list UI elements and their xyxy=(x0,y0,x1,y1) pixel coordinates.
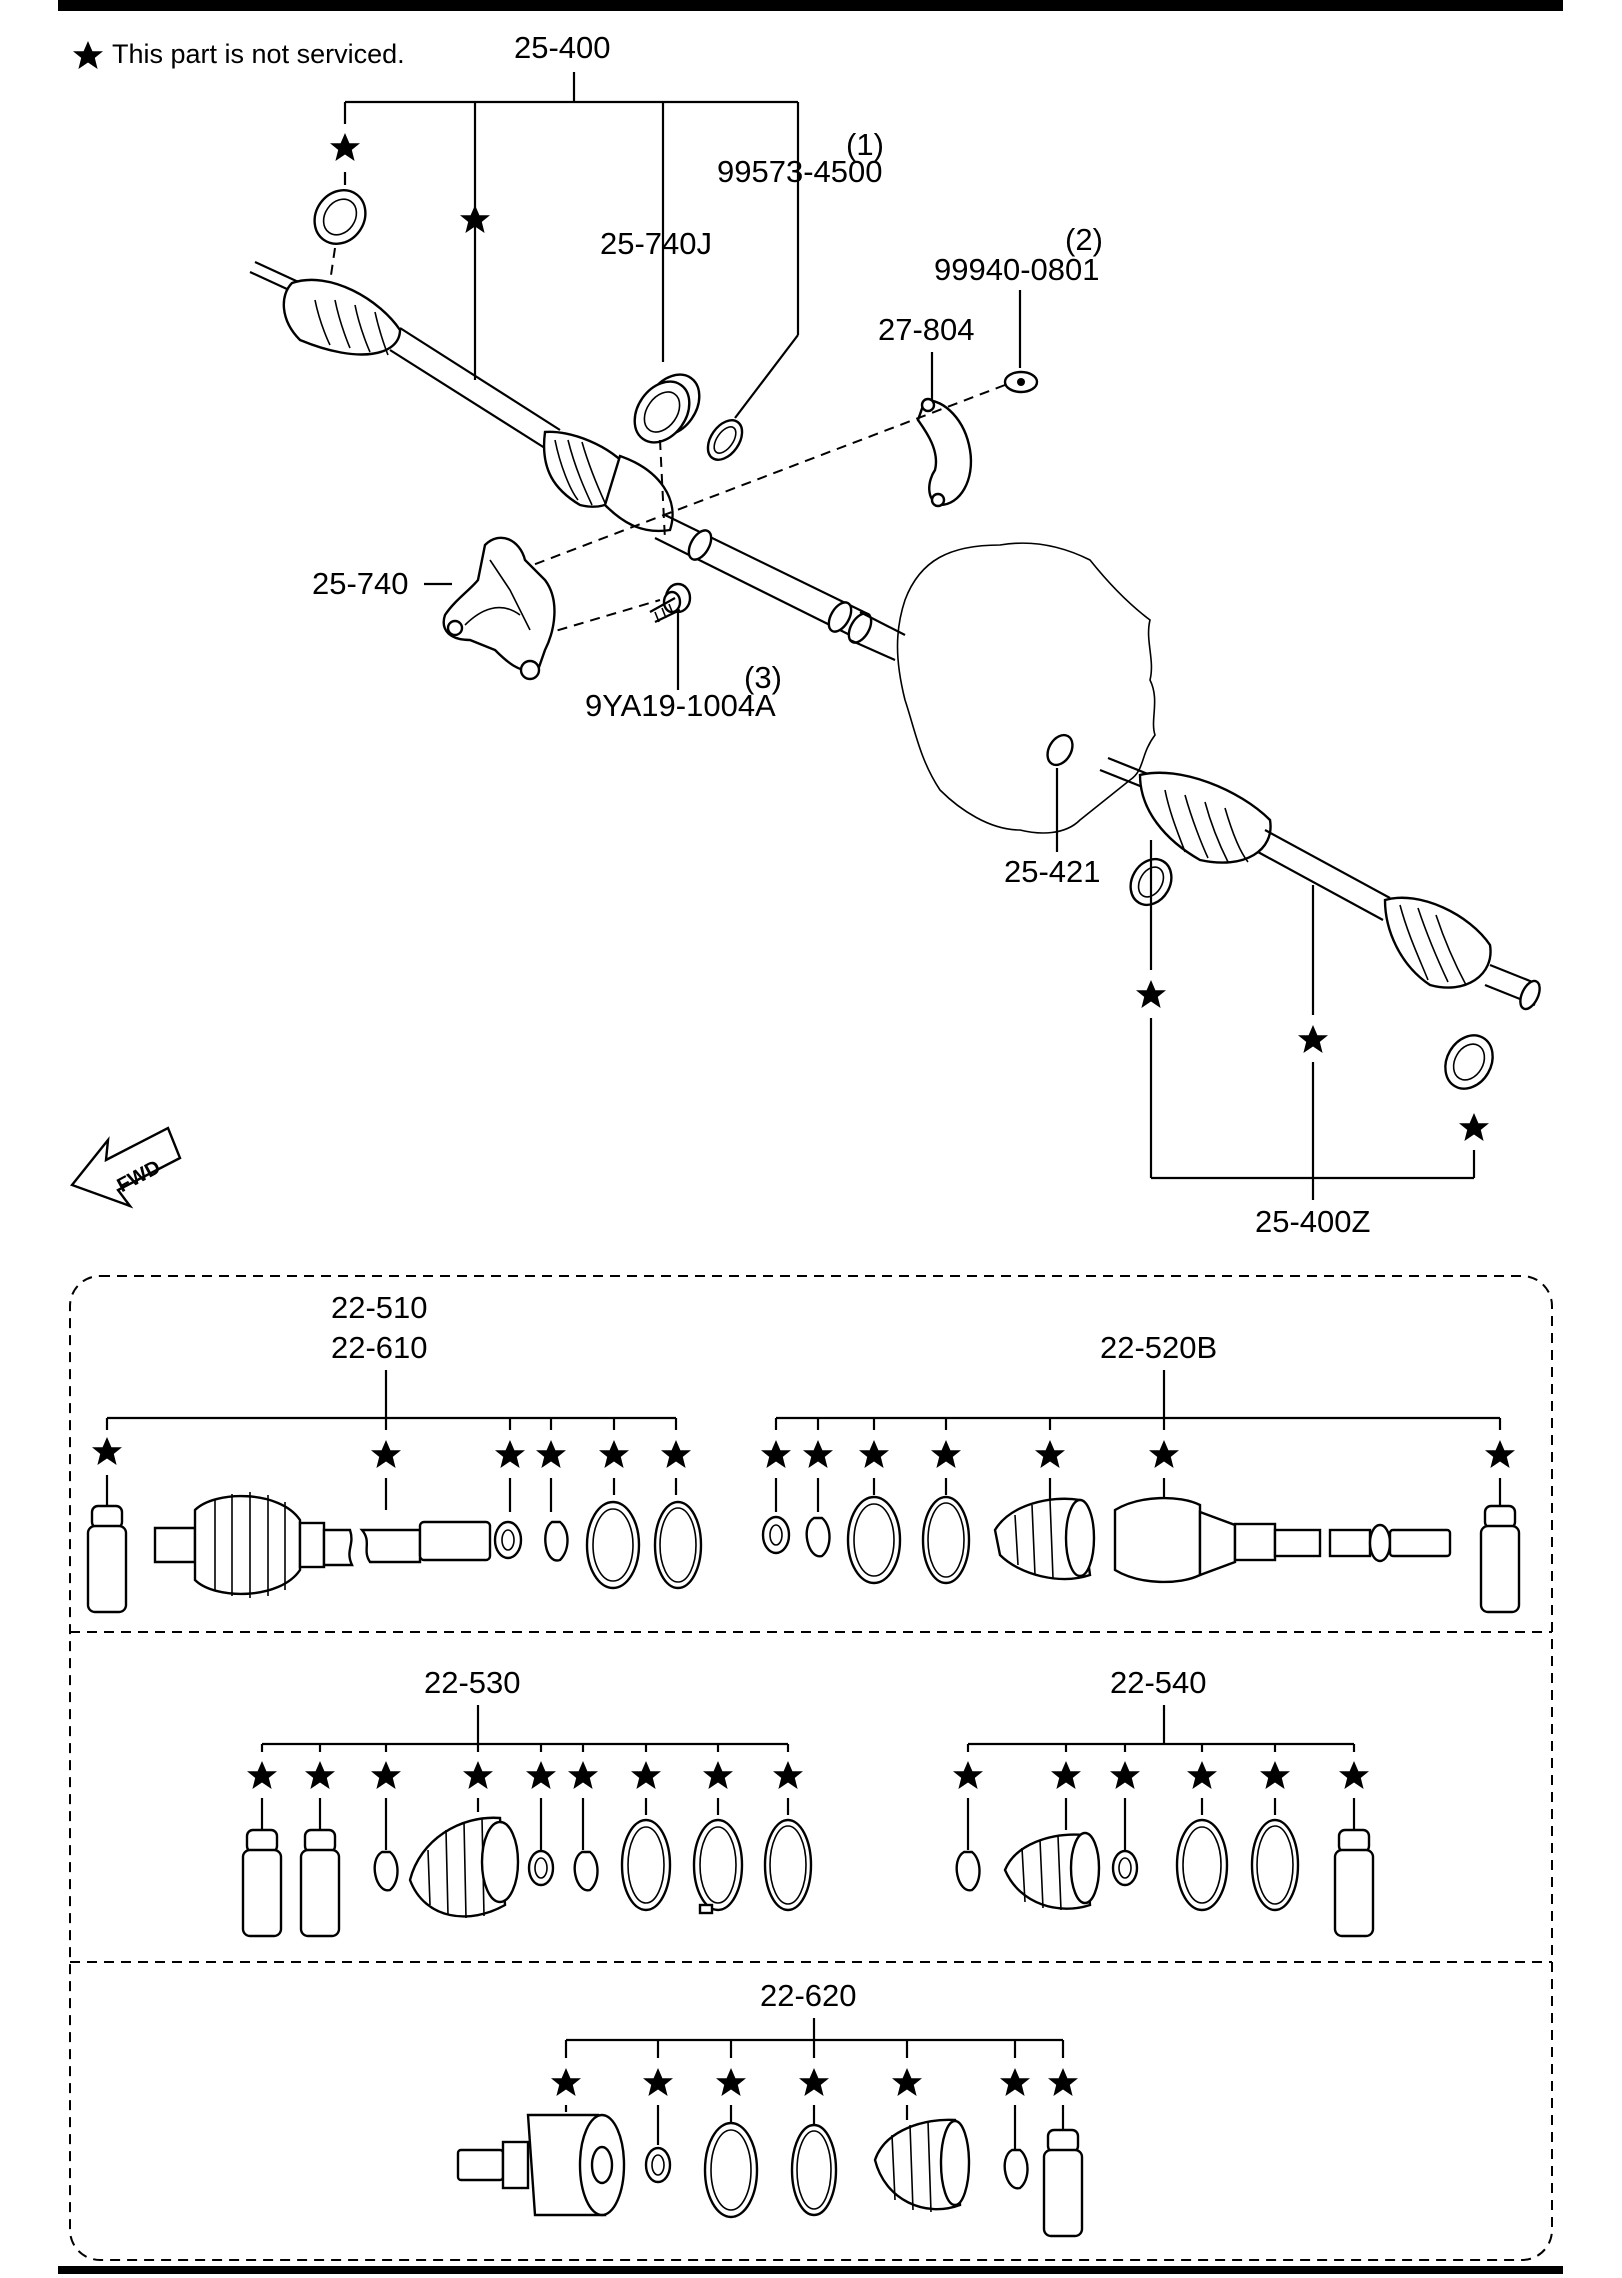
bolt-index: (3) xyxy=(744,660,782,695)
label-25-740J: 25-740J xyxy=(600,226,712,261)
star-icon xyxy=(643,2068,673,2096)
star-icon xyxy=(1260,1761,1290,1789)
star-icon xyxy=(931,1440,961,1468)
star-icon xyxy=(1298,1025,1328,1053)
star-icon xyxy=(1187,1761,1217,1789)
kit-panel xyxy=(69,1275,1553,2261)
grease-tube xyxy=(1479,1504,1521,1614)
star-icon xyxy=(631,1761,661,1789)
label-9YA19-1004A: 9YA19-1004A xyxy=(585,688,776,723)
kit1-label-1: 22-510 xyxy=(331,1290,428,1325)
grease-tube xyxy=(1042,2128,1084,2238)
star-icon xyxy=(551,2068,581,2096)
star-icon xyxy=(716,2068,746,2096)
star-icon xyxy=(953,1761,983,1789)
label-25-421: 25-421 xyxy=(1004,854,1101,889)
star-icon xyxy=(859,1440,889,1468)
star-icon xyxy=(1149,1440,1179,1468)
fwd-arrow-icon: FWD xyxy=(70,1126,182,1209)
label-99573-4500: 99573-4500 xyxy=(717,154,883,189)
seal-index: (1) xyxy=(846,127,884,162)
star-icon xyxy=(803,1440,833,1468)
kit-22-520B: 22-520B xyxy=(761,1330,1521,1614)
kit-22-540: 22-540 xyxy=(953,1665,1375,1938)
star-icon xyxy=(1485,1440,1515,1468)
bracket-cap-27-804 xyxy=(916,397,973,508)
star-icon xyxy=(73,41,103,69)
star-icon xyxy=(371,1440,401,1468)
callout-25-400Z: 25-400Z xyxy=(1136,840,1489,1239)
grease-tube xyxy=(241,1828,283,1938)
star-icon xyxy=(330,133,360,161)
seal-99573-4500 xyxy=(706,419,744,461)
star-icon xyxy=(761,1440,791,1468)
star-icon xyxy=(526,1761,556,1789)
star-icon xyxy=(495,1440,525,1468)
grease-tube xyxy=(86,1504,128,1614)
star-icon xyxy=(305,1761,335,1789)
bracket-25-740: 25-740 xyxy=(312,536,556,681)
label-25-400Z: 25-400Z xyxy=(1255,1204,1370,1239)
kit-22-620: 22-620 xyxy=(456,1978,1084,2238)
star-icon xyxy=(1051,1761,1081,1789)
star-icon xyxy=(773,1761,803,1789)
star-icon xyxy=(1136,980,1166,1008)
star-icon xyxy=(247,1761,277,1789)
star-icon xyxy=(1000,2068,1030,2096)
bottom-border xyxy=(58,2266,1563,2274)
transaxle-case xyxy=(896,542,1156,834)
bearing-25-740J xyxy=(633,373,701,444)
star-icon xyxy=(536,1440,566,1468)
kit1-label-2: 22-610 xyxy=(331,1330,428,1365)
label-25-740: 25-740 xyxy=(312,566,409,601)
label-27-804: 27-804 xyxy=(878,312,975,347)
star-icon xyxy=(1035,1440,1065,1468)
seal-ring-right-outer xyxy=(1444,1034,1494,1090)
star-icon xyxy=(463,1761,493,1789)
star-icon xyxy=(1339,1761,1369,1789)
bolt-9YA19-1004A: (3) 9YA19-1004A xyxy=(585,582,782,723)
legend-note: This part is not serviced. xyxy=(73,39,405,69)
star-icon xyxy=(599,1440,629,1468)
star-icon xyxy=(568,1761,598,1789)
star-icon xyxy=(799,2068,829,2096)
grease-tube xyxy=(1333,1828,1375,1938)
star-icon xyxy=(892,2068,922,2096)
kit5-label: 22-620 xyxy=(760,1978,857,2013)
legend-note-text: This part is not serviced. xyxy=(112,39,405,69)
kit-22-530: 22-530 xyxy=(241,1665,813,1938)
star-icon xyxy=(92,1437,122,1465)
star-icon xyxy=(1459,1113,1489,1141)
label-25-400: 25-400 xyxy=(514,30,611,65)
star-icon xyxy=(1048,2068,1078,2096)
star-icon xyxy=(1110,1761,1140,1789)
nut-index: (2) xyxy=(1065,222,1103,257)
kit-22-510: 22-510 22-610 xyxy=(86,1290,703,1614)
top-border xyxy=(58,0,1563,11)
grease-tube xyxy=(299,1828,341,1938)
left-drive-shaft xyxy=(249,261,906,662)
right-drive-shaft xyxy=(1099,756,1541,1011)
star-icon xyxy=(661,1440,691,1468)
kit2-label: 22-520B xyxy=(1100,1330,1217,1365)
kit3-label: 22-530 xyxy=(424,1665,521,1700)
star-icon xyxy=(703,1761,733,1789)
star-icon xyxy=(371,1761,401,1789)
kit4-label: 22-540 xyxy=(1110,1665,1207,1700)
seal-ring-left xyxy=(313,189,367,245)
label-99940-0801: 99940-0801 xyxy=(934,252,1100,287)
callout-25-400: 25-400 xyxy=(330,30,800,419)
